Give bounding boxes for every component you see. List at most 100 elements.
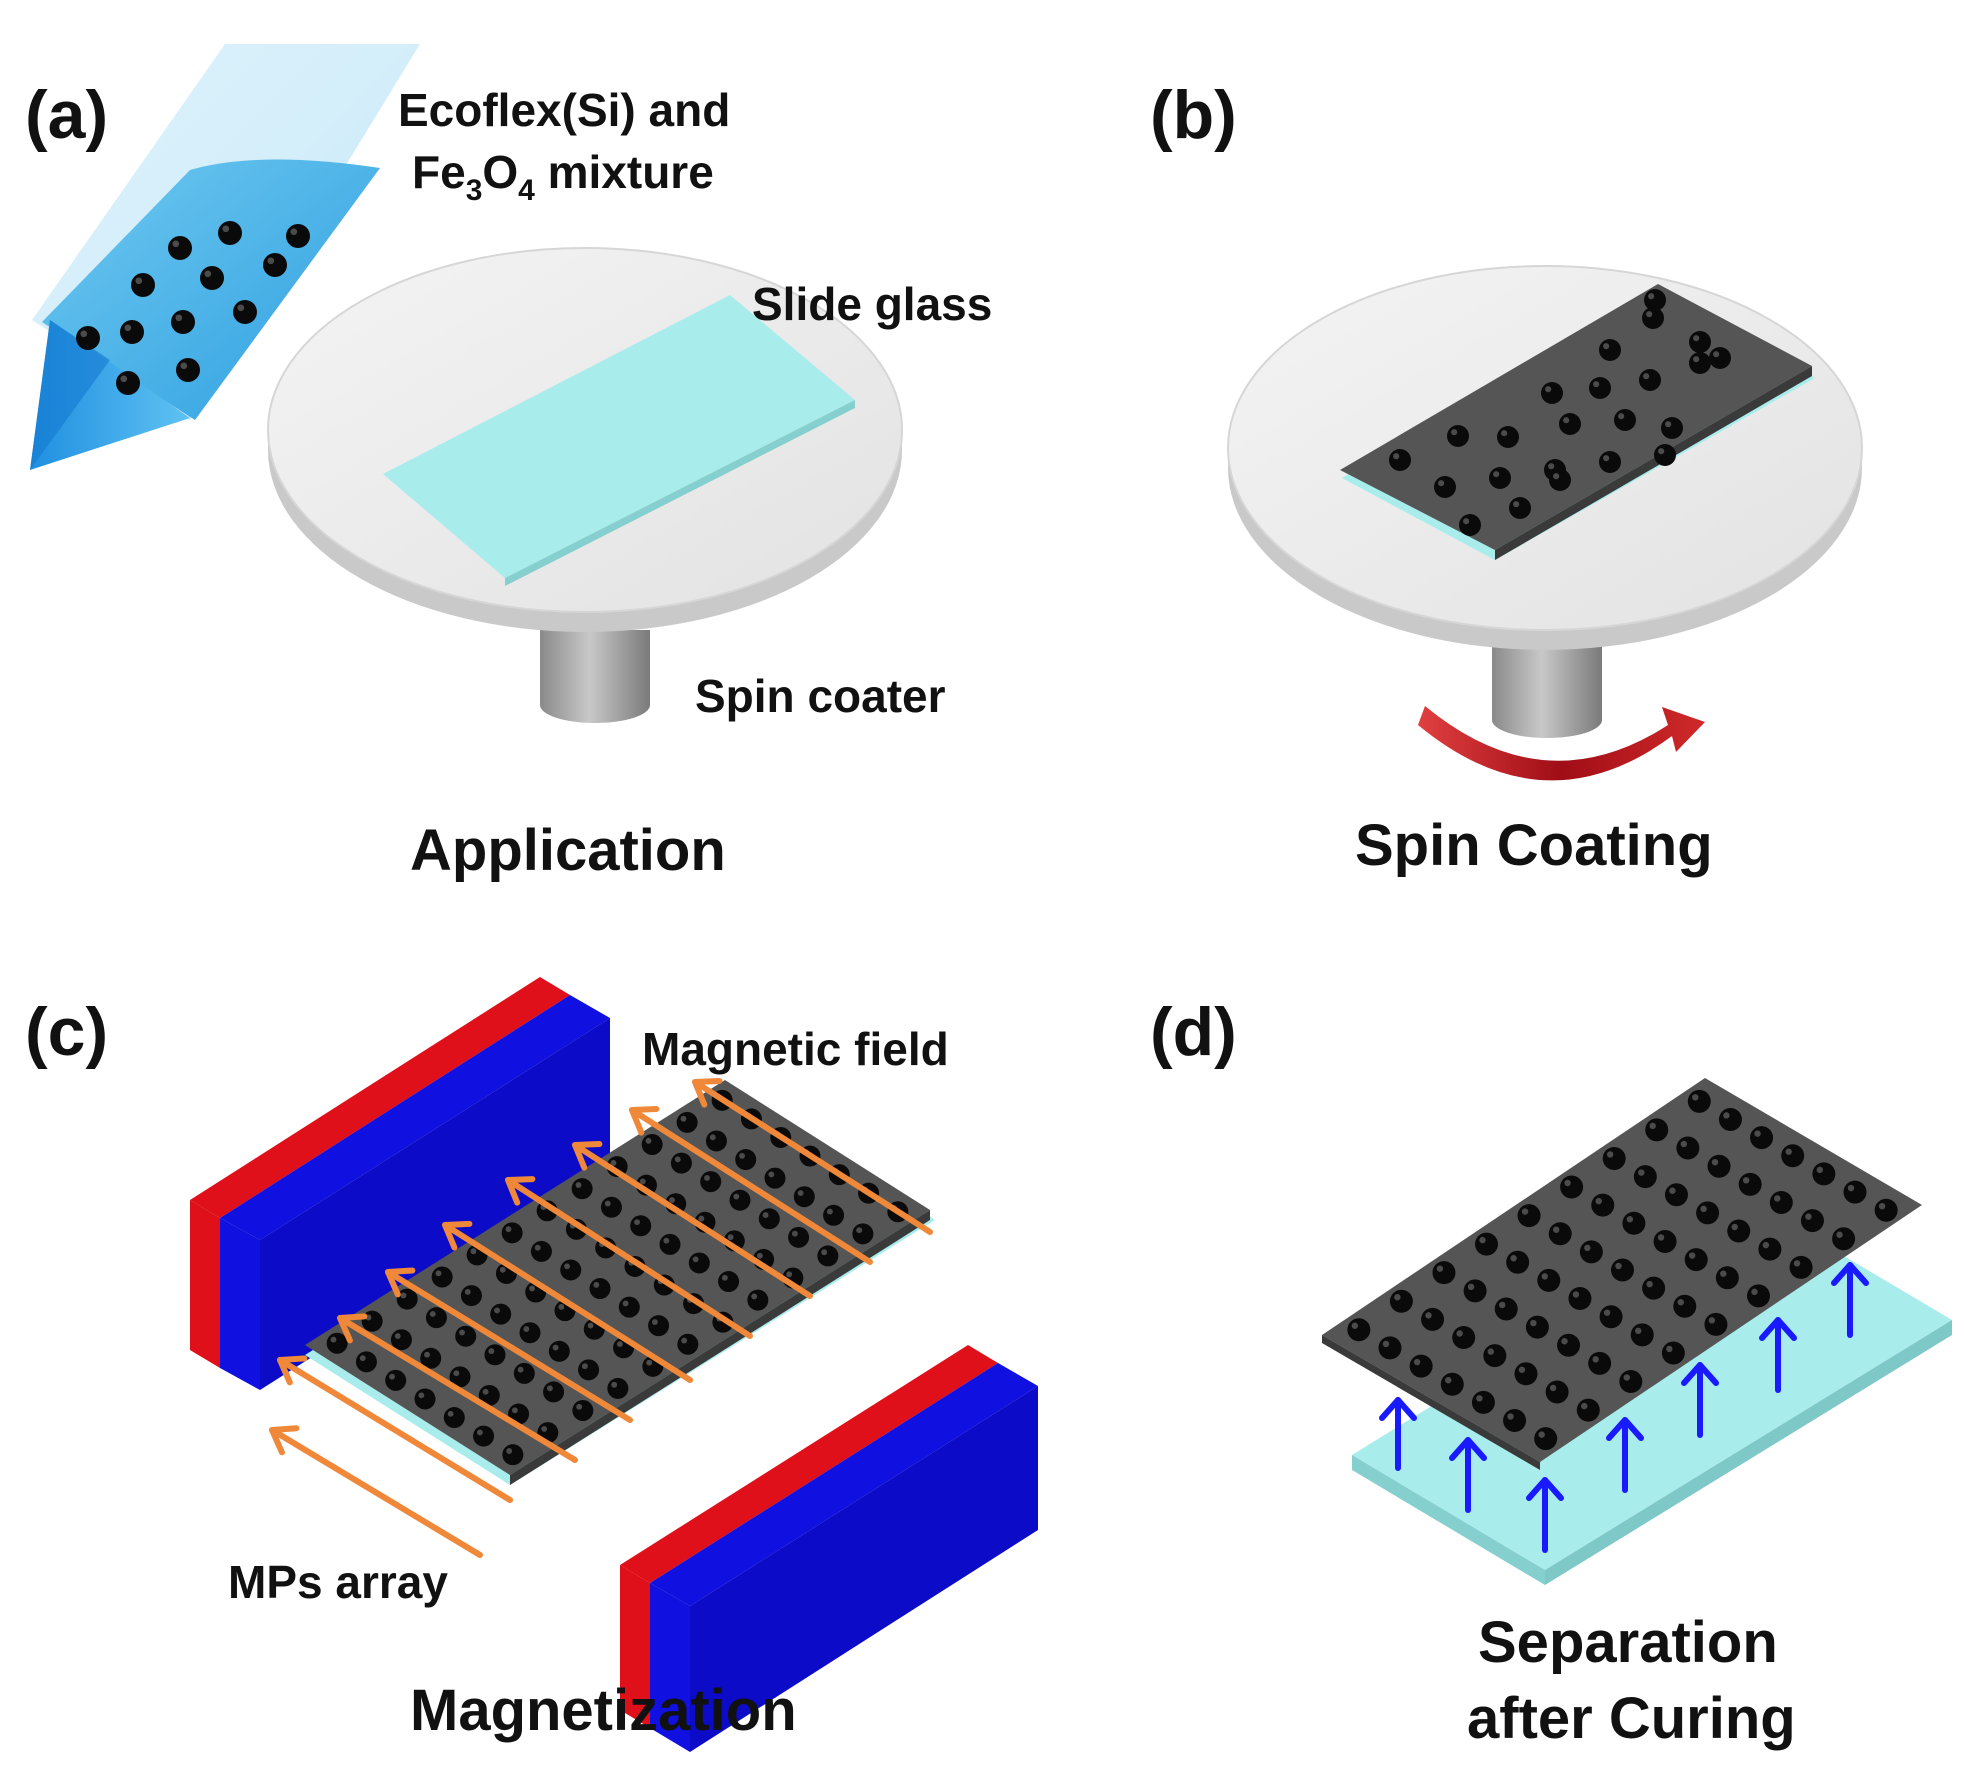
particle xyxy=(852,1223,874,1245)
slide-glass-a xyxy=(383,295,855,586)
particle xyxy=(1633,1165,1657,1189)
particle-highlight xyxy=(1351,1322,1359,1329)
particle xyxy=(1525,1315,1549,1339)
particle-highlight xyxy=(1518,1366,1526,1374)
particle xyxy=(548,1340,570,1362)
field-arrow-line xyxy=(269,1427,483,1558)
particle-highlight xyxy=(1507,1413,1514,1420)
particle xyxy=(718,1271,740,1293)
particle xyxy=(764,1167,786,1189)
particle xyxy=(1614,409,1636,431)
particle xyxy=(176,358,200,382)
particle xyxy=(1654,444,1676,466)
particle-highlight xyxy=(180,362,188,370)
particle-highlight xyxy=(826,1208,833,1215)
particle xyxy=(747,1289,769,1311)
particle-highlight xyxy=(1742,1177,1750,1184)
separation-arrow-head xyxy=(1379,1397,1417,1421)
particle-highlight xyxy=(546,1385,553,1392)
separation-arrow-head xyxy=(1681,1362,1719,1386)
particle-highlight xyxy=(651,1319,658,1325)
particle xyxy=(1576,1398,1600,1422)
particle xyxy=(630,1215,652,1237)
mixture-label-line2: Fe3O4 mixture xyxy=(412,146,714,207)
particle-highlight xyxy=(1677,1299,1684,1306)
field-arrow-line xyxy=(629,1107,873,1265)
particle-highlight xyxy=(1688,1252,1696,1259)
particle-highlight xyxy=(1476,1395,1483,1402)
particle-highlight xyxy=(587,1322,594,1329)
particle-highlight xyxy=(1479,1236,1486,1244)
particle xyxy=(1503,1409,1527,1433)
particle xyxy=(1459,514,1481,536)
particle-highlight xyxy=(1713,351,1720,358)
particle-highlight xyxy=(534,1244,541,1251)
particle-highlight xyxy=(1382,1340,1390,1348)
particle-highlight xyxy=(611,1381,618,1388)
particle xyxy=(1630,1323,1654,1347)
particle-highlight xyxy=(1793,1260,1801,1267)
particle-highlight xyxy=(797,1190,804,1196)
particle-highlight xyxy=(1593,381,1600,388)
particle xyxy=(1389,449,1411,471)
particle xyxy=(676,1111,698,1133)
particle xyxy=(1611,1258,1634,1282)
particle-highlight xyxy=(1785,1148,1792,1155)
particle-highlight xyxy=(856,1227,863,1234)
caption-spin-coating: Spin Coating xyxy=(1355,813,1713,878)
particle-highlight xyxy=(267,257,275,265)
coated-particles xyxy=(1389,289,1731,536)
particle-highlight xyxy=(1648,293,1655,300)
particle-highlight xyxy=(429,1311,436,1317)
particle xyxy=(425,1307,447,1329)
particle xyxy=(1673,1294,1697,1318)
field-arrow-head xyxy=(505,1176,536,1206)
particle-highlight xyxy=(204,270,212,278)
particle-highlight xyxy=(1606,1151,1614,1158)
particle xyxy=(1661,1341,1685,1365)
particle xyxy=(1560,1175,1584,1199)
particle-highlight xyxy=(290,228,298,236)
particle xyxy=(513,1362,535,1384)
particle-highlight xyxy=(1501,430,1508,437)
particle xyxy=(670,1152,692,1174)
particle xyxy=(1709,347,1731,369)
particle-highlight xyxy=(733,1193,740,1200)
particle xyxy=(76,326,100,350)
particle-highlight xyxy=(394,1333,401,1339)
particle-highlight xyxy=(1751,1288,1758,1296)
particle xyxy=(578,1359,600,1381)
particle-highlight xyxy=(517,1366,524,1373)
field-arrow-head xyxy=(385,1267,416,1298)
particle xyxy=(1832,1227,1856,1251)
particle xyxy=(263,253,287,277)
particle-highlight xyxy=(575,1182,582,1188)
panel-b-letter: (b) xyxy=(1150,77,1237,153)
particle-highlight xyxy=(459,1329,465,1336)
particle xyxy=(168,236,192,260)
particle-highlight xyxy=(669,1197,675,1203)
particle-highlight xyxy=(488,1348,495,1355)
particle-highlight xyxy=(1513,501,1520,508)
particle-highlight xyxy=(1669,1187,1676,1194)
particle-highlight xyxy=(1720,1270,1727,1277)
panel-b: (b) Spin Coating xyxy=(1150,77,1863,878)
particle-highlight xyxy=(1658,448,1665,455)
field-arrow-head xyxy=(269,1425,300,1456)
particle xyxy=(1687,1089,1711,1113)
particle xyxy=(1489,467,1511,489)
particle xyxy=(1843,1180,1867,1204)
particle-highlight xyxy=(704,1175,710,1181)
particle xyxy=(1347,1318,1371,1342)
particle-highlight xyxy=(645,1137,652,1144)
particle xyxy=(1497,426,1519,448)
particle xyxy=(1707,1154,1731,1178)
particle xyxy=(659,1233,681,1255)
caption-magnetization: Magnetization xyxy=(410,1678,797,1743)
particle-highlight xyxy=(1595,1197,1602,1205)
particle-highlight xyxy=(756,1252,763,1259)
particle xyxy=(600,1196,622,1218)
particle xyxy=(1758,1237,1782,1261)
tube-particles xyxy=(76,221,310,395)
